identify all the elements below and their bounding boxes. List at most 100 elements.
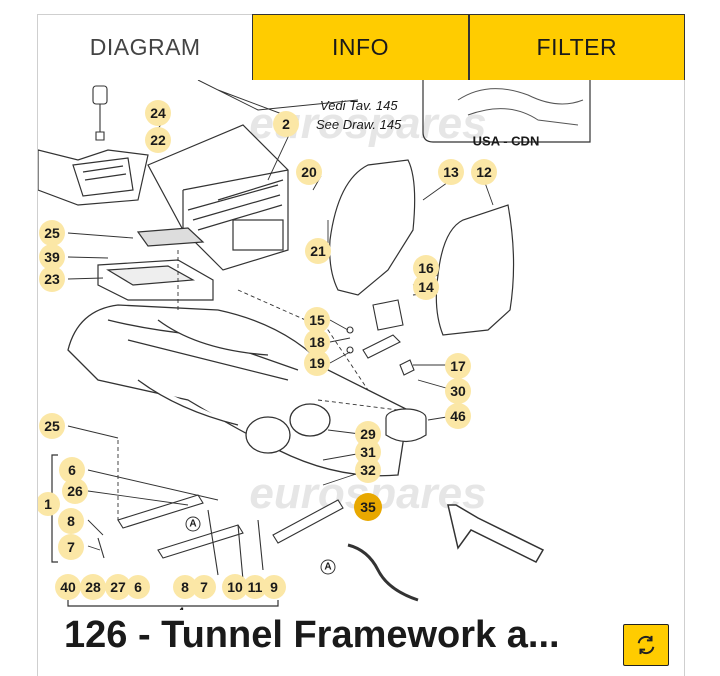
callout-25b[interactable]: 25 [44,418,60,434]
callout-circle-40[interactable] [55,574,81,600]
callout-10[interactable]: 10 [227,579,243,595]
callout-circle-8a[interactable] [58,508,84,534]
callout-6b[interactable]: 6 [134,579,142,595]
side-panel-13 [329,159,416,296]
callout-46[interactable]: 46 [450,408,466,424]
callout-circle-18[interactable] [304,329,330,355]
callout-circle-20[interactable] [296,159,322,185]
callout-28[interactable]: 28 [85,579,101,595]
callout-26[interactable]: 26 [67,483,83,499]
callout-circle-1[interactable] [38,492,60,516]
callout-7b[interactable]: 7 [200,579,208,595]
callout-circle-16[interactable] [413,255,439,281]
marker-a-bottom-label: A [324,562,331,573]
callout-39[interactable]: 39 [44,249,60,265]
callout-circle-39[interactable] [39,244,65,270]
callout-29[interactable]: 29 [360,426,376,442]
callout-31[interactable]: 31 [360,444,376,460]
callout-14[interactable]: 14 [418,279,434,295]
callout-circle-22[interactable] [145,127,171,153]
page-title: 126 - Tunnel Framework a... [64,614,560,656]
callout-27[interactable]: 27 [110,579,126,595]
callout-23[interactable]: 23 [44,271,60,287]
callout-circle-26[interactable] [62,478,88,504]
callout-circle-25a[interactable] [39,220,65,246]
callout-circle-35[interactable] [354,493,382,521]
electronic-box [147,124,289,271]
note-line2: See Draw. 145 [316,117,402,132]
callout-24[interactable]: 24 [150,105,166,121]
callout-6a[interactable]: 6 [68,462,76,478]
tab-bar: DIAGRAM INFO FILTER [37,14,685,80]
callout-circle-6b[interactable] [126,575,150,599]
callout-16[interactable]: 16 [418,260,434,276]
callout-25a[interactable]: 25 [44,225,60,241]
callout-35[interactable]: 35 [360,499,376,515]
switch-part [92,85,108,141]
callout-12[interactable]: 12 [476,164,492,180]
callout-19[interactable]: 19 [309,355,325,371]
callout-circle-30[interactable] [445,378,471,404]
callout-11[interactable]: 11 [248,579,263,595]
callout-circle-31[interactable] [355,439,381,465]
cup-holder [385,408,427,443]
callout-1[interactable]: 1 [44,496,52,512]
inset-box [422,80,591,143]
callout-circle-8b[interactable] [173,575,197,599]
marker-a-top [185,516,201,532]
callout-8a[interactable]: 8 [67,513,75,529]
callout-18[interactable]: 18 [309,334,325,350]
callout-20[interactable]: 20 [301,164,317,180]
callout-circle-6a[interactable] [59,457,85,483]
part-callouts[interactable]: 24 22 2 20 21 13 12 16 14 25 39 23 15 18… [38,100,497,610]
callout-circle-24[interactable] [145,100,171,126]
callout-circle-29[interactable] [355,421,381,447]
group-bracket-bottom [67,600,279,607]
callout-circle-21[interactable] [305,238,331,264]
side-panel-12 [435,204,515,336]
callout-circle-7b[interactable] [192,575,216,599]
callout-circle-25b[interactable] [39,413,65,439]
callout-circle-15[interactable] [304,307,330,333]
callout-21[interactable]: 21 [310,243,326,259]
refresh-button[interactable] [623,624,669,666]
callout-circle-28[interactable] [80,574,106,600]
callout-40[interactable]: 40 [60,579,76,595]
callout-circle-17[interactable] [445,353,471,379]
tab-filter[interactable]: FILTER [468,14,685,80]
hinge-parts [346,299,415,376]
callout-circle-10[interactable] [222,574,248,600]
callout-circle-7a[interactable] [58,534,84,560]
marker-a-bottom [320,559,336,575]
callout-circle-13[interactable] [438,159,464,185]
callout-7a[interactable]: 7 [67,539,75,555]
tab-diagram[interactable]: DIAGRAM [37,14,253,80]
callout-22[interactable]: 22 [150,132,166,148]
callout-13[interactable]: 13 [443,164,459,180]
callout-17[interactable]: 17 [450,358,466,374]
callout-circle-2[interactable] [273,111,299,137]
callout-2[interactable]: 2 [282,116,290,132]
callout-circle-23[interactable] [39,266,65,292]
callout-9[interactable]: 9 [270,579,278,595]
region-label: USA - CDN [473,134,540,149]
callout-4[interactable]: 4 [178,605,185,610]
callout-circle-12[interactable] [471,159,497,185]
tab-info[interactable]: INFO [252,14,469,80]
callout-circle-32[interactable] [355,457,381,483]
callout-15[interactable]: 15 [309,312,325,328]
callout-circle-19[interactable] [304,350,330,376]
callout-circle-11[interactable] [243,575,267,599]
callout-circle-9[interactable] [262,575,286,599]
bracket-set [97,494,344,581]
inset-drawing [457,88,584,126]
callout-32[interactable]: 32 [360,462,376,478]
callout-circle-27[interactable] [105,574,131,600]
callout-30[interactable]: 30 [450,383,466,399]
tunnel-framework [67,304,409,477]
parts-diagram[interactable]: eurospares eurospares USA - CDN Vedi Tav… [38,80,684,610]
refresh-icon [637,635,655,655]
callout-8b[interactable]: 8 [181,579,189,595]
callout-circle-14[interactable] [413,274,439,300]
callout-circle-46[interactable] [445,403,471,429]
